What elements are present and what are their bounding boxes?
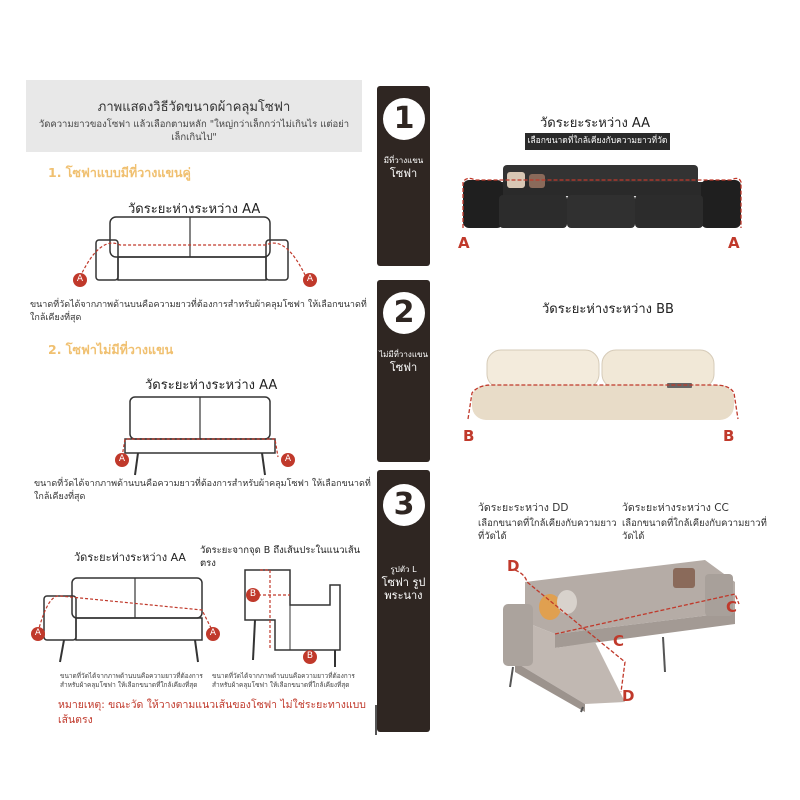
step1-label-small: มีที่วางแขน bbox=[383, 156, 424, 165]
sofa-no-arms-diagram bbox=[115, 396, 295, 476]
step1-banner: เลือกขนาดที่ใกล้เคียงกับความยาวที่วัดได้ bbox=[525, 133, 670, 163]
warning-note: หมายเหตุ: ขณะวัด ให้วางตามแนวเส้นของโซฟา… bbox=[58, 699, 366, 726]
step1-label-big: โซฟา bbox=[389, 167, 418, 180]
marker-a-left-1: A bbox=[76, 274, 84, 284]
section3-note-left: ขนาดที่วัดได้จากภาพด้านบนคือความยาวที่ต้… bbox=[60, 672, 203, 689]
step1-measure-label: วัดระยะระหว่าง AA bbox=[540, 116, 651, 131]
marker-b-left-photo: B bbox=[463, 427, 475, 445]
column-divider bbox=[375, 705, 377, 735]
sectional-chaise-diagram bbox=[244, 569, 341, 667]
section1-note: ขนาดที่วัดได้จากภาพด้านบนคือความยาวที่ต้… bbox=[30, 300, 367, 323]
step3-label-small: รูปตัว L bbox=[390, 565, 417, 574]
step3-dd-note: เลือกขนาดที่ใกล้เคียงกับความยาวที่วัดได้ bbox=[478, 518, 617, 542]
header-box bbox=[26, 80, 362, 152]
marker-b-top: B bbox=[249, 589, 257, 599]
marker-a-right-3: A bbox=[209, 628, 217, 638]
page-subtitle: วัดความยาวของโซฟา แล้วเลือกตามหลัก "ใหญ่… bbox=[38, 119, 350, 143]
section2-title: 2. โซฟาไม่มีที่วางแขน bbox=[48, 342, 174, 357]
step3-dd-title: วัดระยะระหว่าง DD bbox=[478, 502, 569, 514]
black-sofa-photo bbox=[462, 165, 742, 228]
step2-label-big: โซฟา bbox=[389, 361, 418, 374]
cream-sofa-photo bbox=[467, 349, 739, 420]
marker-a-left-2: A bbox=[118, 454, 126, 464]
section2-note: ขนาดที่วัดได้จากภาพด้านบนคือความยาวที่ต้… bbox=[34, 479, 371, 502]
section3-measure-left: วัดระยะห่างระหว่าง AA bbox=[74, 551, 186, 564]
step3-number: 3 bbox=[383, 484, 425, 526]
step2-measure-label: วัดระยะห่างระหว่าง BB bbox=[542, 302, 674, 317]
marker-a-left-photo: A bbox=[458, 234, 470, 252]
section2-measure-label: วัดระยะห่างระหว่าง AA bbox=[145, 378, 278, 393]
step1-number: 1 bbox=[383, 98, 425, 140]
section1-title: 1. โซฟาแบบมีที่วางแขนคู่ bbox=[48, 165, 191, 180]
marker-c-right-photo: C bbox=[726, 598, 738, 616]
marker-c-middle-photo: C bbox=[613, 632, 625, 650]
step3-cc-note: เลือกขนาดที่ใกล้เคียงกับความยาวที่วัดได้ bbox=[622, 518, 767, 542]
sofa-with-arms-diagram bbox=[73, 216, 317, 287]
section1-measure-label: วัดระยะห่างระหว่าง AA bbox=[128, 202, 261, 217]
step2-number: 2 bbox=[383, 292, 425, 334]
step3-cc-title: วัดระยะห่างระหว่าง CC bbox=[622, 502, 729, 514]
marker-a-right-1: A bbox=[306, 274, 314, 284]
sectional-front-diagram bbox=[31, 577, 220, 663]
step3-label: รูปตัว L โซฟา รูปพระนาง bbox=[377, 563, 430, 602]
marker-a-right-photo: A bbox=[728, 234, 740, 252]
section3-note-right: ขนาดที่วัดได้จากภาพด้านบนคือความยาวที่ต้… bbox=[212, 672, 355, 689]
marker-b-right-photo: B bbox=[723, 427, 735, 445]
step2-label-small: ไม่มีที่วางแขน bbox=[379, 350, 428, 359]
grey-sectional-photo bbox=[503, 560, 740, 713]
marker-a-left-3: A bbox=[34, 628, 42, 638]
marker-d-bottom-photo: D bbox=[622, 687, 635, 705]
step3-label-big: โซฟา รูปพระนาง bbox=[381, 576, 426, 602]
marker-a-right-2: A bbox=[284, 454, 292, 464]
step1-label: มีที่วางแขน โซฟา bbox=[377, 154, 430, 180]
page-title: ภาพแสดงวิธีวัดขนาดผ้าคลุมโซฟา bbox=[97, 100, 291, 115]
marker-d-top-photo: D bbox=[507, 557, 520, 575]
section3-measure-right: วัดระยะจากจุด B ถึงเส้นประในแนวเส้นตรง bbox=[200, 545, 361, 569]
marker-b-bottom: B bbox=[306, 651, 314, 661]
step2-label: ไม่มีที่วางแขน โซฟา bbox=[377, 348, 430, 374]
